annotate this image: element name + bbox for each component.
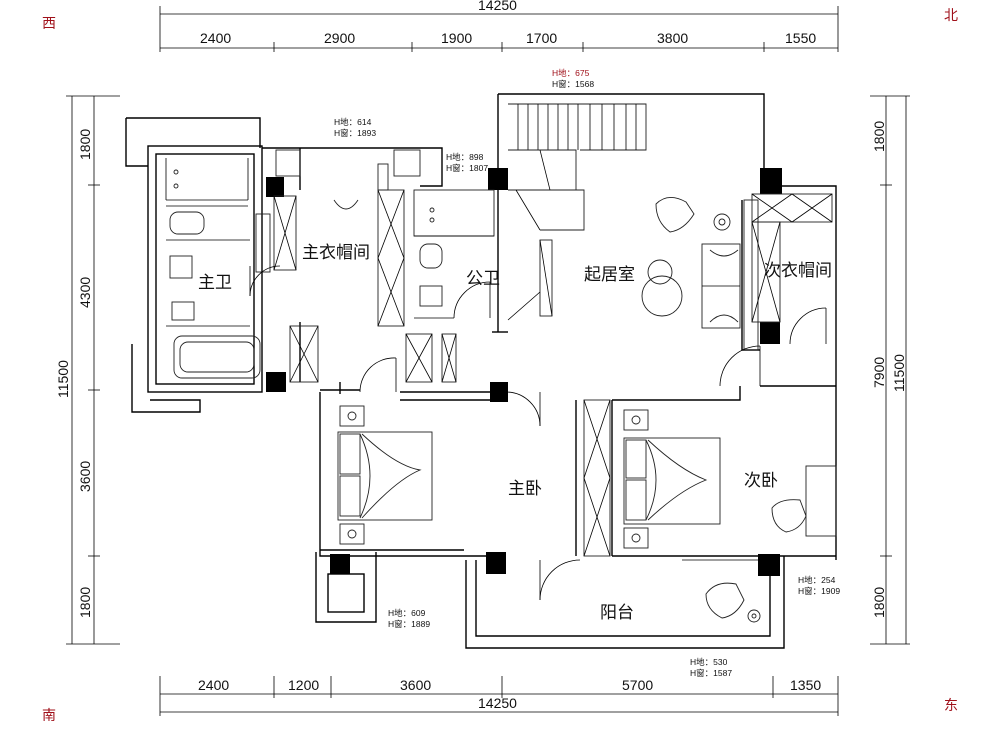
armchair-icon (655, 197, 695, 233)
columns (266, 168, 782, 576)
bottom-dim-segment: 2400 (198, 677, 229, 693)
master-bath-fixtures (165, 158, 271, 379)
column (490, 382, 508, 402)
nightstand-icon (339, 405, 365, 427)
column (488, 168, 508, 190)
second-closet-wardrobes (751, 193, 833, 345)
master-closet-wardrobes (249, 149, 421, 383)
height-floor-public-bath: H地：898 (446, 152, 484, 162)
height-window-closet: H窗：1893 (334, 128, 376, 138)
bottom-dim-segment: 3600 (400, 677, 431, 693)
direction-north: 北 (944, 8, 958, 24)
master-bedroom-furniture (337, 357, 611, 601)
room-label-public-bath: 公卫 (466, 269, 500, 289)
direction-west: 西 (42, 16, 56, 32)
column (266, 372, 286, 392)
height-window-public-bath: H窗：1807 (446, 163, 488, 173)
top-dim-segment: 3800 (657, 30, 688, 46)
height-floor-bottom-right: H地：530 (690, 657, 728, 667)
room-label-second-closet: 次衣帽间 (764, 261, 832, 281)
second-bedroom-furniture (623, 345, 837, 549)
top-dimensions: 14250 2400 2900 1900 1700 3800 1550 (159, 0, 839, 52)
column (760, 168, 782, 194)
left-dim-segment: 1800 (77, 129, 93, 160)
left-total-dimension: 11500 (55, 360, 71, 398)
room-label-second-bedroom: 次卧 (744, 471, 778, 491)
room-label-master-bedroom: 主卧 (508, 479, 542, 499)
bottom-dim-segment: 1200 (288, 677, 319, 693)
nightstand-icon (339, 523, 365, 545)
height-floor-bottom-left: H地：609 (388, 608, 426, 618)
column (486, 552, 506, 574)
right-total-dimension: 11500 (891, 354, 907, 392)
direction-south: 南 (42, 708, 56, 724)
top-dim-segment: 2900 (324, 30, 355, 46)
left-dim-segment: 1800 (77, 587, 93, 618)
top-dim-segment: 1900 (441, 30, 472, 46)
right-dim-segment: 7900 (871, 357, 887, 388)
column (330, 554, 350, 574)
nightstand-icon (623, 409, 649, 431)
bathtub-icon (173, 335, 261, 379)
round-table-icon (641, 275, 683, 317)
left-dimensions: 1800 4300 11500 3600 1800 (55, 95, 120, 645)
bottom-dimensions: 2400 1200 3600 5700 1350 14250 (159, 676, 839, 716)
armchair-icon (705, 582, 745, 619)
staircase (507, 103, 647, 321)
top-dim-segment: 1700 (526, 30, 557, 46)
top-dim-segment: 1550 (785, 30, 816, 46)
chair-icon (333, 199, 359, 210)
lamp-icon (713, 213, 731, 231)
left-dim-segment: 3600 (77, 461, 93, 492)
height-window-bottom-right: H窗：1587 (690, 668, 732, 678)
desk-icon (805, 465, 837, 537)
sink-icon (419, 285, 443, 307)
room-label-balcony: 阳台 (600, 603, 634, 623)
column (758, 554, 780, 576)
top-total-dimension: 14250 (478, 0, 517, 13)
bottom-total-dimension: 14250 (478, 695, 517, 711)
height-window-bottom-left: H窗：1889 (388, 619, 430, 629)
right-dim-segment: 1800 (871, 587, 887, 618)
sink-icon (171, 301, 195, 321)
toilet-icon (169, 211, 205, 235)
right-dim-segment: 1800 (871, 121, 887, 152)
sink-icon (169, 255, 193, 279)
room-label-living: 起居室 (584, 265, 635, 285)
toilet-icon (419, 243, 443, 269)
left-dim-segment: 4300 (77, 277, 93, 308)
side-table-icon (647, 259, 673, 285)
direction-east: 东 (944, 698, 958, 714)
living-room-furniture (641, 197, 759, 351)
height-floor-top-center: H地：675 (552, 68, 590, 78)
room-label-master-bath: 主卫 (198, 273, 232, 293)
column (266, 177, 284, 197)
height-window-top-center: H窗：1568 (552, 79, 594, 89)
chair-icon (771, 499, 807, 533)
room-label-master-closet: 主衣帽间 (302, 243, 370, 263)
bed-icon (623, 437, 721, 525)
wardrobe-icon (583, 399, 611, 557)
height-floor-closet: H地：614 (334, 117, 372, 127)
height-floor-right: H地：254 (798, 575, 836, 585)
public-bath-fixtures (405, 189, 495, 383)
right-dimensions: 1800 7900 11500 1800 (870, 95, 910, 645)
bottom-dim-segment: 1350 (790, 677, 821, 693)
top-dim-segment: 2400 (200, 30, 231, 46)
balcony-furniture (682, 555, 761, 623)
lamp-icon (747, 609, 761, 623)
bed-icon (337, 431, 433, 521)
walls (125, 93, 837, 649)
bottom-dim-segment: 5700 (622, 677, 653, 693)
height-window-right: H窗：1909 (798, 586, 840, 596)
column (760, 322, 780, 344)
nightstand-icon (623, 527, 649, 549)
